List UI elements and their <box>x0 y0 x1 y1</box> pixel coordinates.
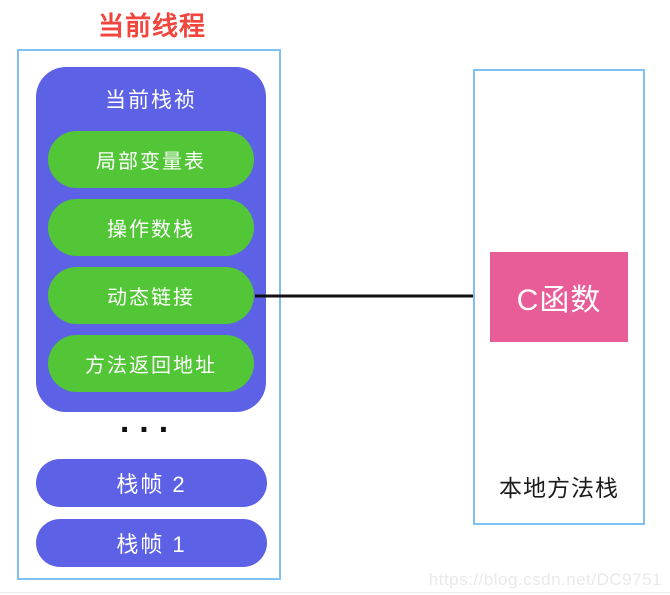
native-method-stack-label: 本地方法栈 <box>499 475 619 501</box>
dynamic-link-to-c-function-arrow <box>255 288 491 304</box>
csdn-watermark: https://blog.csdn.net/DC9751 <box>428 570 662 589</box>
frame-part-dynamic-link: 动态链接 <box>48 267 254 324</box>
frame-part-local-variable-table: 局部变量表 <box>48 131 254 188</box>
frame-part-operand-stack: 操作数栈 <box>48 199 254 256</box>
bottom-divider <box>0 592 670 593</box>
ellipsis-dots: ... <box>119 402 179 440</box>
frame-part-return-address: 方法返回地址 <box>48 335 254 392</box>
current-thread-box: 当前栈祯 局部变量表 操作数栈 动态链接 方法返回地址 ... 栈帧 2 栈帧 … <box>17 49 281 580</box>
current-stack-frame-group: 当前栈祯 局部变量表 操作数栈 动态链接 方法返回地址 <box>36 67 266 412</box>
stack-frame-1: 栈帧 1 <box>36 519 267 567</box>
stack-frame-2: 栈帧 2 <box>36 459 267 507</box>
current-stack-frame-header: 当前栈祯 <box>105 89 197 112</box>
diagram-title: 当前线程 <box>98 11 207 41</box>
c-function-block: C函数 <box>490 252 628 342</box>
native-method-stack-box: C函数 本地方法栈 <box>473 69 645 525</box>
